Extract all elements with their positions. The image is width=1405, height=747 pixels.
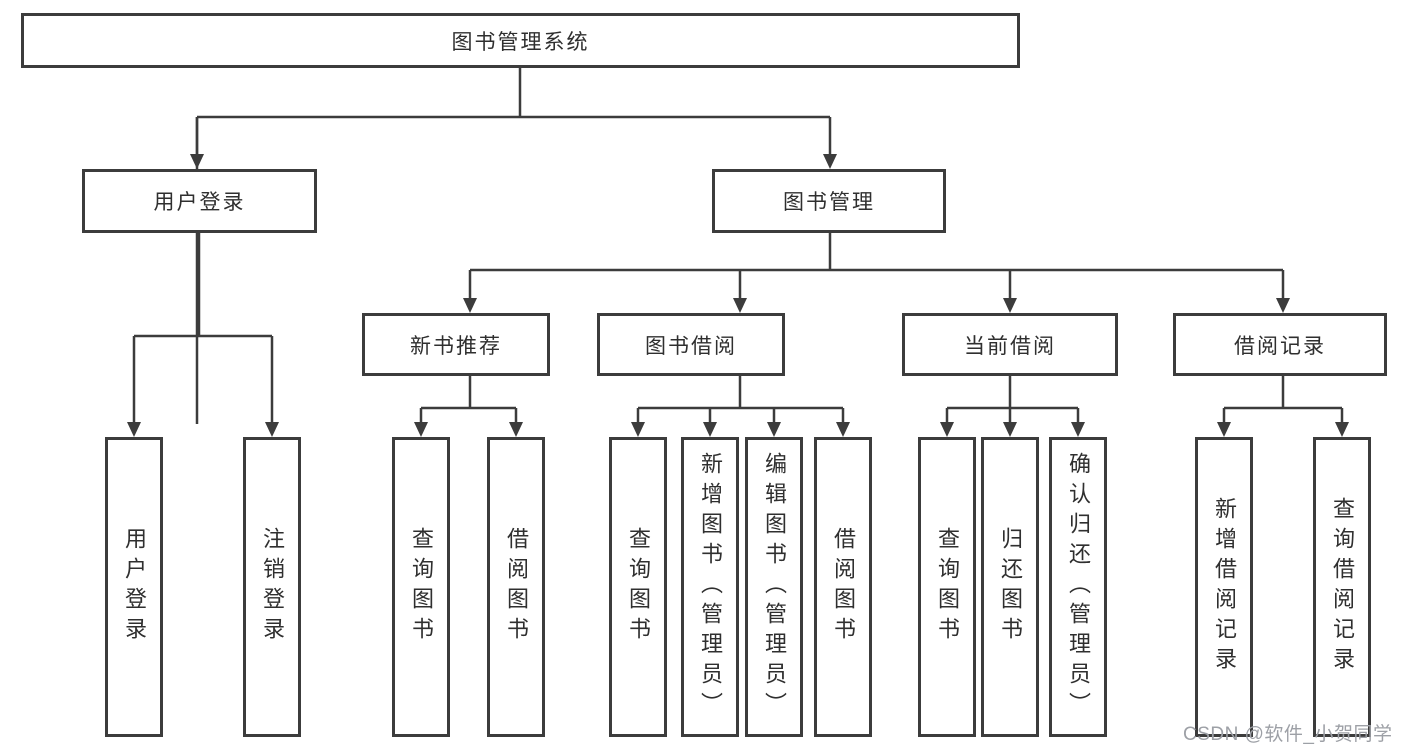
node-leaf-query-books-newbook: 查询图书 bbox=[392, 437, 450, 737]
node-leaf-edit-books-admin-label: 编辑图书（管理员） bbox=[762, 452, 787, 722]
node-leaf-user-login-label: 用户登录 bbox=[122, 527, 147, 647]
node-leaf-confirm-return-admin: 确认归还（管理员） bbox=[1049, 437, 1107, 737]
node-leaf-logout: 注销登录 bbox=[243, 437, 301, 737]
csdn-watermark: CSDN @软件_小贺同学 bbox=[1183, 724, 1393, 745]
node-leaf-logout-label: 注销登录 bbox=[260, 527, 285, 647]
node-leaf-query-books-current: 查询图书 bbox=[918, 437, 976, 737]
node-root-label: 图书管理系统 bbox=[451, 30, 590, 54]
node-root: 图书管理系统 bbox=[21, 13, 1020, 68]
node-leaf-add-borrow-record-label: 新增借阅记录 bbox=[1212, 497, 1237, 677]
node-leaf-add-books-admin: 新增图书（管理员） bbox=[681, 437, 739, 737]
node-new-book-recommend-label: 新书推荐 bbox=[410, 334, 502, 358]
edge-current-children bbox=[945, 376, 1080, 424]
node-leaf-query-borrow-record: 查询借阅记录 bbox=[1313, 437, 1371, 737]
node-leaf-confirm-return-admin-label: 确认归还（管理员） bbox=[1066, 452, 1091, 722]
edge-borrow-children bbox=[636, 376, 845, 424]
node-book-borrowing: 图书借阅 bbox=[597, 313, 785, 376]
arrowheads bbox=[127, 154, 1349, 437]
node-book-management: 图书管理 bbox=[712, 169, 946, 233]
node-leaf-query-books-borrow-label: 查询图书 bbox=[626, 527, 651, 647]
node-borrowing-records: 借阅记录 bbox=[1173, 313, 1387, 376]
node-leaf-borrow-books-borrow-label: 借阅图书 bbox=[831, 527, 856, 647]
node-leaf-query-books-current-label: 查询图书 bbox=[935, 527, 960, 647]
node-leaf-add-books-admin-label: 新增图书（管理员） bbox=[698, 452, 723, 722]
node-leaf-borrow-books-newbook: 借阅图书 bbox=[487, 437, 545, 737]
node-new-book-recommend: 新书推荐 bbox=[362, 313, 550, 376]
node-book-borrowing-label: 图书借阅 bbox=[645, 334, 737, 358]
node-user-login-branch: 用户登录 bbox=[82, 169, 317, 233]
node-leaf-user-login: 用户登录 bbox=[105, 437, 163, 737]
node-current-borrowing-label: 当前借阅 bbox=[964, 334, 1056, 358]
edge-root bbox=[195, 68, 832, 424]
node-borrowing-records-label: 借阅记录 bbox=[1234, 334, 1326, 358]
node-book-management-label: 图书管理 bbox=[783, 191, 875, 214]
node-leaf-borrow-books-borrow: 借阅图书 bbox=[814, 437, 872, 737]
node-leaf-return-books-label: 归还图书 bbox=[998, 527, 1023, 647]
node-leaf-edit-books-admin: 编辑图书（管理员） bbox=[745, 437, 803, 737]
node-leaf-return-books: 归还图书 bbox=[981, 437, 1039, 737]
node-leaf-query-borrow-record-label: 查询借阅记录 bbox=[1330, 497, 1355, 677]
node-current-borrowing: 当前借阅 bbox=[902, 313, 1118, 376]
node-leaf-query-books-newbook-label: 查询图书 bbox=[409, 527, 434, 647]
edge-bookmgmt-children bbox=[468, 233, 1285, 300]
node-leaf-borrow-books-newbook-label: 借阅图书 bbox=[504, 527, 529, 647]
edge-newbook-children bbox=[419, 376, 518, 424]
node-leaf-query-books-borrow: 查询图书 bbox=[609, 437, 667, 737]
edge-login-children bbox=[132, 233, 274, 424]
edge-records-children bbox=[1222, 376, 1344, 424]
node-leaf-add-borrow-record: 新增借阅记录 bbox=[1195, 437, 1253, 737]
node-user-login-branch-label: 用户登录 bbox=[153, 191, 246, 214]
